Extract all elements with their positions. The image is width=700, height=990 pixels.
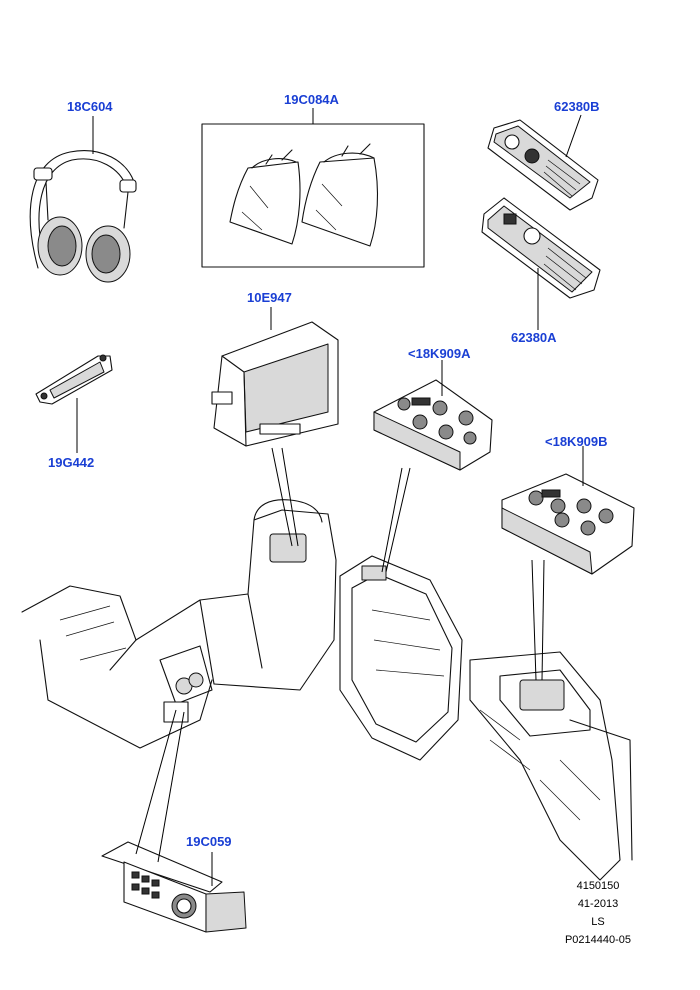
label-18k909b: <18K909B: [545, 434, 608, 449]
rear-console-illustration: [21, 499, 337, 749]
ref-code: 41-2013: [577, 898, 619, 910]
label-19g442: 19G442: [48, 455, 95, 470]
label-10e947: 10E947: [247, 290, 292, 305]
label-62380a: 62380A: [511, 330, 557, 345]
remote-b-illustration: [487, 119, 599, 211]
headphones-illustration: [29, 150, 137, 283]
label-18k909a: <18K909A: [408, 346, 471, 361]
label-19c059: 19C059: [186, 834, 232, 849]
label-62380b: 62380B: [554, 99, 600, 114]
label-19c084a: 19C084A: [284, 92, 339, 107]
label-18c604: 18C604: [67, 99, 113, 114]
remote-a-illustration: [481, 197, 601, 299]
door-interior-illustration: [339, 555, 633, 881]
switch-a-illustration: [373, 379, 493, 471]
ref-illustration: P0214440-05: [564, 934, 632, 946]
bracket-illustration: [35, 354, 113, 405]
rear-panel-illustration: [101, 841, 247, 933]
ref-region: LS: [591, 916, 605, 928]
ref-number: 4150150: [576, 880, 620, 892]
dvd-unit-illustration: [211, 321, 339, 447]
switch-b-illustration: [501, 473, 635, 575]
bags-illustration: [201, 123, 425, 268]
